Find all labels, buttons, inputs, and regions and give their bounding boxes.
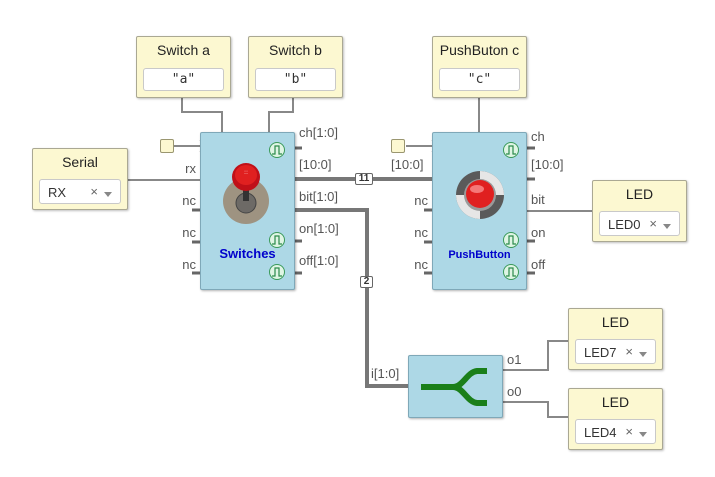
pushbutton-block[interactable]: PushButton [432, 132, 527, 290]
port-label-bit: bit[1:0] [299, 189, 339, 204]
config-title: Switch a [157, 42, 210, 58]
pulse-icon [269, 264, 285, 280]
config-title: LED [601, 394, 630, 410]
port-label-rx: rx [185, 161, 196, 176]
led-output-config[interactable]: LED LED4 × [568, 388, 663, 450]
select-value: LED7 [584, 345, 617, 360]
clock-input-tick[interactable] [391, 139, 405, 153]
port-label-nc: nc [414, 193, 428, 208]
led-output-config[interactable]: LED LED7 × [568, 308, 663, 370]
clear-icon[interactable]: × [649, 216, 657, 231]
switch-b-config[interactable]: Switch b "b" [248, 36, 343, 98]
port-label-nc: nc [182, 225, 196, 240]
port-label-nc: nc [182, 257, 196, 272]
switch-a-config[interactable]: Switch a "a" [136, 36, 231, 98]
select-value: LED0 [608, 217, 641, 232]
pulse-icon [503, 232, 519, 248]
port-label-nc: nc [414, 257, 428, 272]
wire-switch-b [268, 97, 294, 132]
port-label-o1: o1 [507, 352, 522, 367]
clear-icon[interactable]: × [625, 344, 633, 359]
switch-b-value-field[interactable]: "b" [255, 68, 336, 91]
wire-switch-a [181, 97, 223, 132]
pushbutton-c-value-field[interactable]: "c" [439, 68, 520, 91]
led-output-config[interactable]: LED LED0 × [592, 180, 687, 242]
pulse-icon [269, 232, 285, 248]
port-label-nc: nc [414, 225, 428, 240]
wire-o0-led4 [502, 401, 568, 418]
config-title: LED [601, 314, 630, 330]
clear-icon[interactable]: × [90, 184, 98, 199]
config-title: Serial [62, 154, 98, 170]
select-value: RX [48, 185, 67, 200]
config-title: PushButon c [439, 42, 520, 58]
block-name: PushButton [448, 249, 511, 261]
port-label-off: off[1:0] [299, 253, 339, 268]
port-label-input: i[1:0] [371, 366, 400, 381]
block-name: Switches [219, 246, 276, 261]
config-title: Switch b [269, 42, 322, 58]
led-pin-select[interactable]: LED4 × [575, 419, 656, 444]
chevron-down-icon[interactable] [639, 352, 647, 357]
bus-width-badge: 11 [355, 173, 373, 185]
clock-input-tick[interactable] [160, 139, 174, 153]
port-label-off: off [531, 257, 546, 272]
port-label-nc: nc [182, 193, 196, 208]
chevron-down-icon[interactable] [639, 432, 647, 437]
port-label-bus: [10:0] [531, 157, 564, 172]
svg-text:::: :: [244, 169, 248, 176]
port-label-ch: ch[1:0] [299, 125, 339, 140]
port-label-bit: bit [531, 192, 545, 207]
chevron-down-icon[interactable] [663, 224, 671, 229]
bus-splitter-block[interactable] [408, 355, 503, 418]
pulse-icon [503, 142, 519, 158]
port-label-ch: ch [531, 129, 545, 144]
led-pin-select[interactable]: LED7 × [575, 339, 656, 364]
led-pin-select[interactable]: LED0 × [599, 211, 680, 236]
bus-splitter-icon [421, 368, 487, 406]
clear-icon[interactable]: × [625, 424, 633, 439]
switches-block[interactable]: :: Switches [200, 132, 295, 290]
port-label-bus: [10:0] [391, 157, 424, 172]
wire-bit-bus [294, 208, 408, 388]
switch-a-value-field[interactable]: "a" [143, 68, 224, 91]
pushbutton-c-config[interactable]: PushButon c "c" [432, 36, 527, 98]
port-label-bus: [10:0] [299, 157, 332, 172]
port-label-on: on [531, 225, 546, 240]
serial-pin-select[interactable]: RX × [39, 179, 121, 204]
port-label-o0: o0 [507, 384, 522, 399]
bus-width-badge: 2 [360, 276, 373, 288]
toggle-switch-icon: :: [223, 163, 269, 224]
serial-config[interactable]: Serial RX × [32, 148, 128, 210]
wire-o1-led7 [502, 340, 568, 371]
config-title: LED [625, 186, 654, 202]
push-button-icon [456, 171, 504, 219]
chevron-down-icon[interactable] [104, 192, 112, 197]
select-value: LED4 [584, 425, 617, 440]
pulse-icon [503, 264, 519, 280]
port-label-on: on[1:0] [299, 221, 339, 236]
pulse-icon [269, 142, 285, 158]
